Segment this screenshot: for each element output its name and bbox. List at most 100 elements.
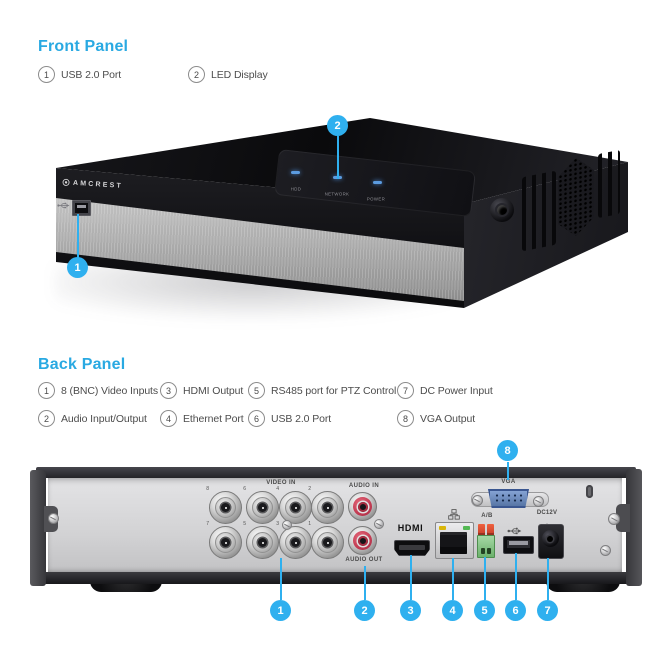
bnc-pin: [261, 541, 264, 544]
legend-number: 1: [38, 66, 55, 83]
back-legend-item-ethernet: 4 Ethernet Port: [160, 410, 244, 427]
callout-line: [452, 558, 454, 600]
callout-marker-rs485: 5: [474, 600, 495, 621]
lock-hole: [490, 198, 514, 222]
mounting-screw: [608, 513, 620, 525]
front-legend-item-usb: 1 USB 2.0 Port: [38, 66, 121, 83]
callout-marker-hdmi: 3: [400, 600, 421, 621]
mounting-screw: [48, 513, 59, 524]
bnc-pin: [326, 506, 329, 509]
legend-label: Ethernet Port: [183, 412, 244, 425]
vga-screw: [472, 495, 483, 506]
mounting-tab-right: [616, 504, 630, 532]
back-legend-item-vga: 8 VGA Output: [397, 410, 475, 427]
callout-line: [547, 558, 549, 600]
back-panel-title: Back Panel: [38, 356, 126, 373]
video-in-label: VIDEO IN: [266, 480, 296, 486]
rca-jack-audio-out: [348, 526, 377, 555]
panel-screw: [374, 519, 384, 529]
bnc-pin: [261, 506, 264, 509]
legend-label: Audio Input/Output: [61, 412, 147, 425]
vga-pins: [494, 493, 523, 504]
callout-marker-dc: 7: [537, 600, 558, 621]
bnc-connector: 4: [276, 486, 312, 524]
back-legend-item-audio: 2 Audio Input/Output: [38, 410, 147, 427]
legend-number: 8: [397, 410, 414, 427]
mounting-screw: [600, 545, 611, 556]
callout-marker-vga: 8: [497, 440, 518, 461]
hanging-slot: [586, 485, 593, 498]
legend-label: USB 2.0 Port: [61, 68, 122, 81]
legend-number: 2: [38, 410, 55, 427]
callout-marker-video: 1: [270, 600, 291, 621]
front-panel-title: Front Panel: [38, 38, 129, 55]
callout-line: [515, 553, 517, 600]
bnc-pin: [224, 541, 227, 544]
usb-icon: [507, 527, 522, 535]
audio-out-label: AUDIO OUT: [345, 557, 383, 563]
panel-screw: [282, 520, 292, 530]
brand-logo: AMCREST: [62, 178, 123, 190]
back-legend-item-rs485: 5 RS485 port for PTZ Control: [248, 382, 396, 399]
bnc-number: 4: [276, 486, 280, 492]
callout-line: [484, 557, 486, 600]
front-usb-port: [72, 200, 91, 216]
front-device-illustration: AMCREST HDD NETWORK POWER 2 1: [40, 112, 632, 328]
legend-label: 8 (BNC) Video Inputs: [61, 384, 159, 397]
power-led-label: POWER: [366, 197, 386, 203]
bnc-number: 2: [308, 486, 312, 492]
legend-label: LED Display: [211, 68, 268, 81]
callout-marker-audio: 2: [354, 600, 375, 621]
callout-line: [337, 136, 339, 179]
power-led-indicator: [373, 181, 382, 184]
rs485-terminal: [477, 524, 495, 558]
hdd-led-indicator: [291, 171, 300, 174]
ethernet-led-green: [463, 526, 470, 530]
terminal-lever: [487, 524, 494, 536]
vent-slots: [598, 149, 620, 219]
vga-screw: [533, 496, 544, 507]
legend-number: 2: [188, 66, 205, 83]
back-legend-item-dc: 7 DC Power Input: [397, 382, 493, 399]
callout-line: [364, 566, 366, 600]
bnc-pin: [224, 506, 227, 509]
hdmi-slot: [399, 545, 425, 550]
legend-number: 1: [38, 382, 55, 399]
callout-marker-usb: 6: [505, 600, 526, 621]
callout-line: [507, 462, 509, 480]
rca-jack-audio-in: [348, 492, 377, 521]
back-legend-item-usb: 6 USB 2.0 Port: [248, 410, 331, 427]
callout-line: [77, 214, 79, 258]
bnc-pin: [294, 541, 297, 544]
bnc-connector: 8: [206, 486, 242, 524]
terminal-body: [477, 535, 495, 558]
back-legend-item-video: 1 8 (BNC) Video Inputs: [38, 382, 158, 399]
bnc-connector: 1: [308, 521, 344, 559]
bnc-connector: 5: [243, 521, 279, 559]
legend-label: USB 2.0 Port: [271, 412, 332, 425]
bnc-connector: 7: [206, 521, 242, 559]
legend-number: 4: [160, 410, 177, 427]
hdd-led-label: HDD: [290, 187, 302, 193]
legend-label: VGA Output: [420, 412, 476, 425]
terminal-hole: [487, 548, 491, 554]
back-legend-item-hdmi: 3 HDMI Output: [160, 382, 243, 399]
vent-slots: [522, 170, 556, 252]
legend-number: 6: [248, 410, 265, 427]
ethernet-led-yellow: [439, 526, 446, 530]
legend-number: 7: [397, 382, 414, 399]
bnc-connector: 2: [308, 486, 344, 524]
dc-power-jack: [538, 524, 564, 559]
amcrest-logo-icon: [62, 178, 70, 186]
front-legend-item-led: 2 LED Display: [188, 66, 268, 83]
audio-in-label: AUDIO IN: [348, 483, 380, 489]
rs485-label: A/B: [481, 513, 493, 519]
callout-marker-usb: 1: [67, 257, 88, 278]
bnc-number: 3: [276, 521, 280, 527]
callout-marker-led: 2: [327, 115, 348, 136]
hdmi-label: HDMI: [397, 523, 424, 533]
legend-number: 3: [160, 382, 177, 399]
callout-line: [410, 555, 412, 600]
bnc-pin: [294, 506, 297, 509]
